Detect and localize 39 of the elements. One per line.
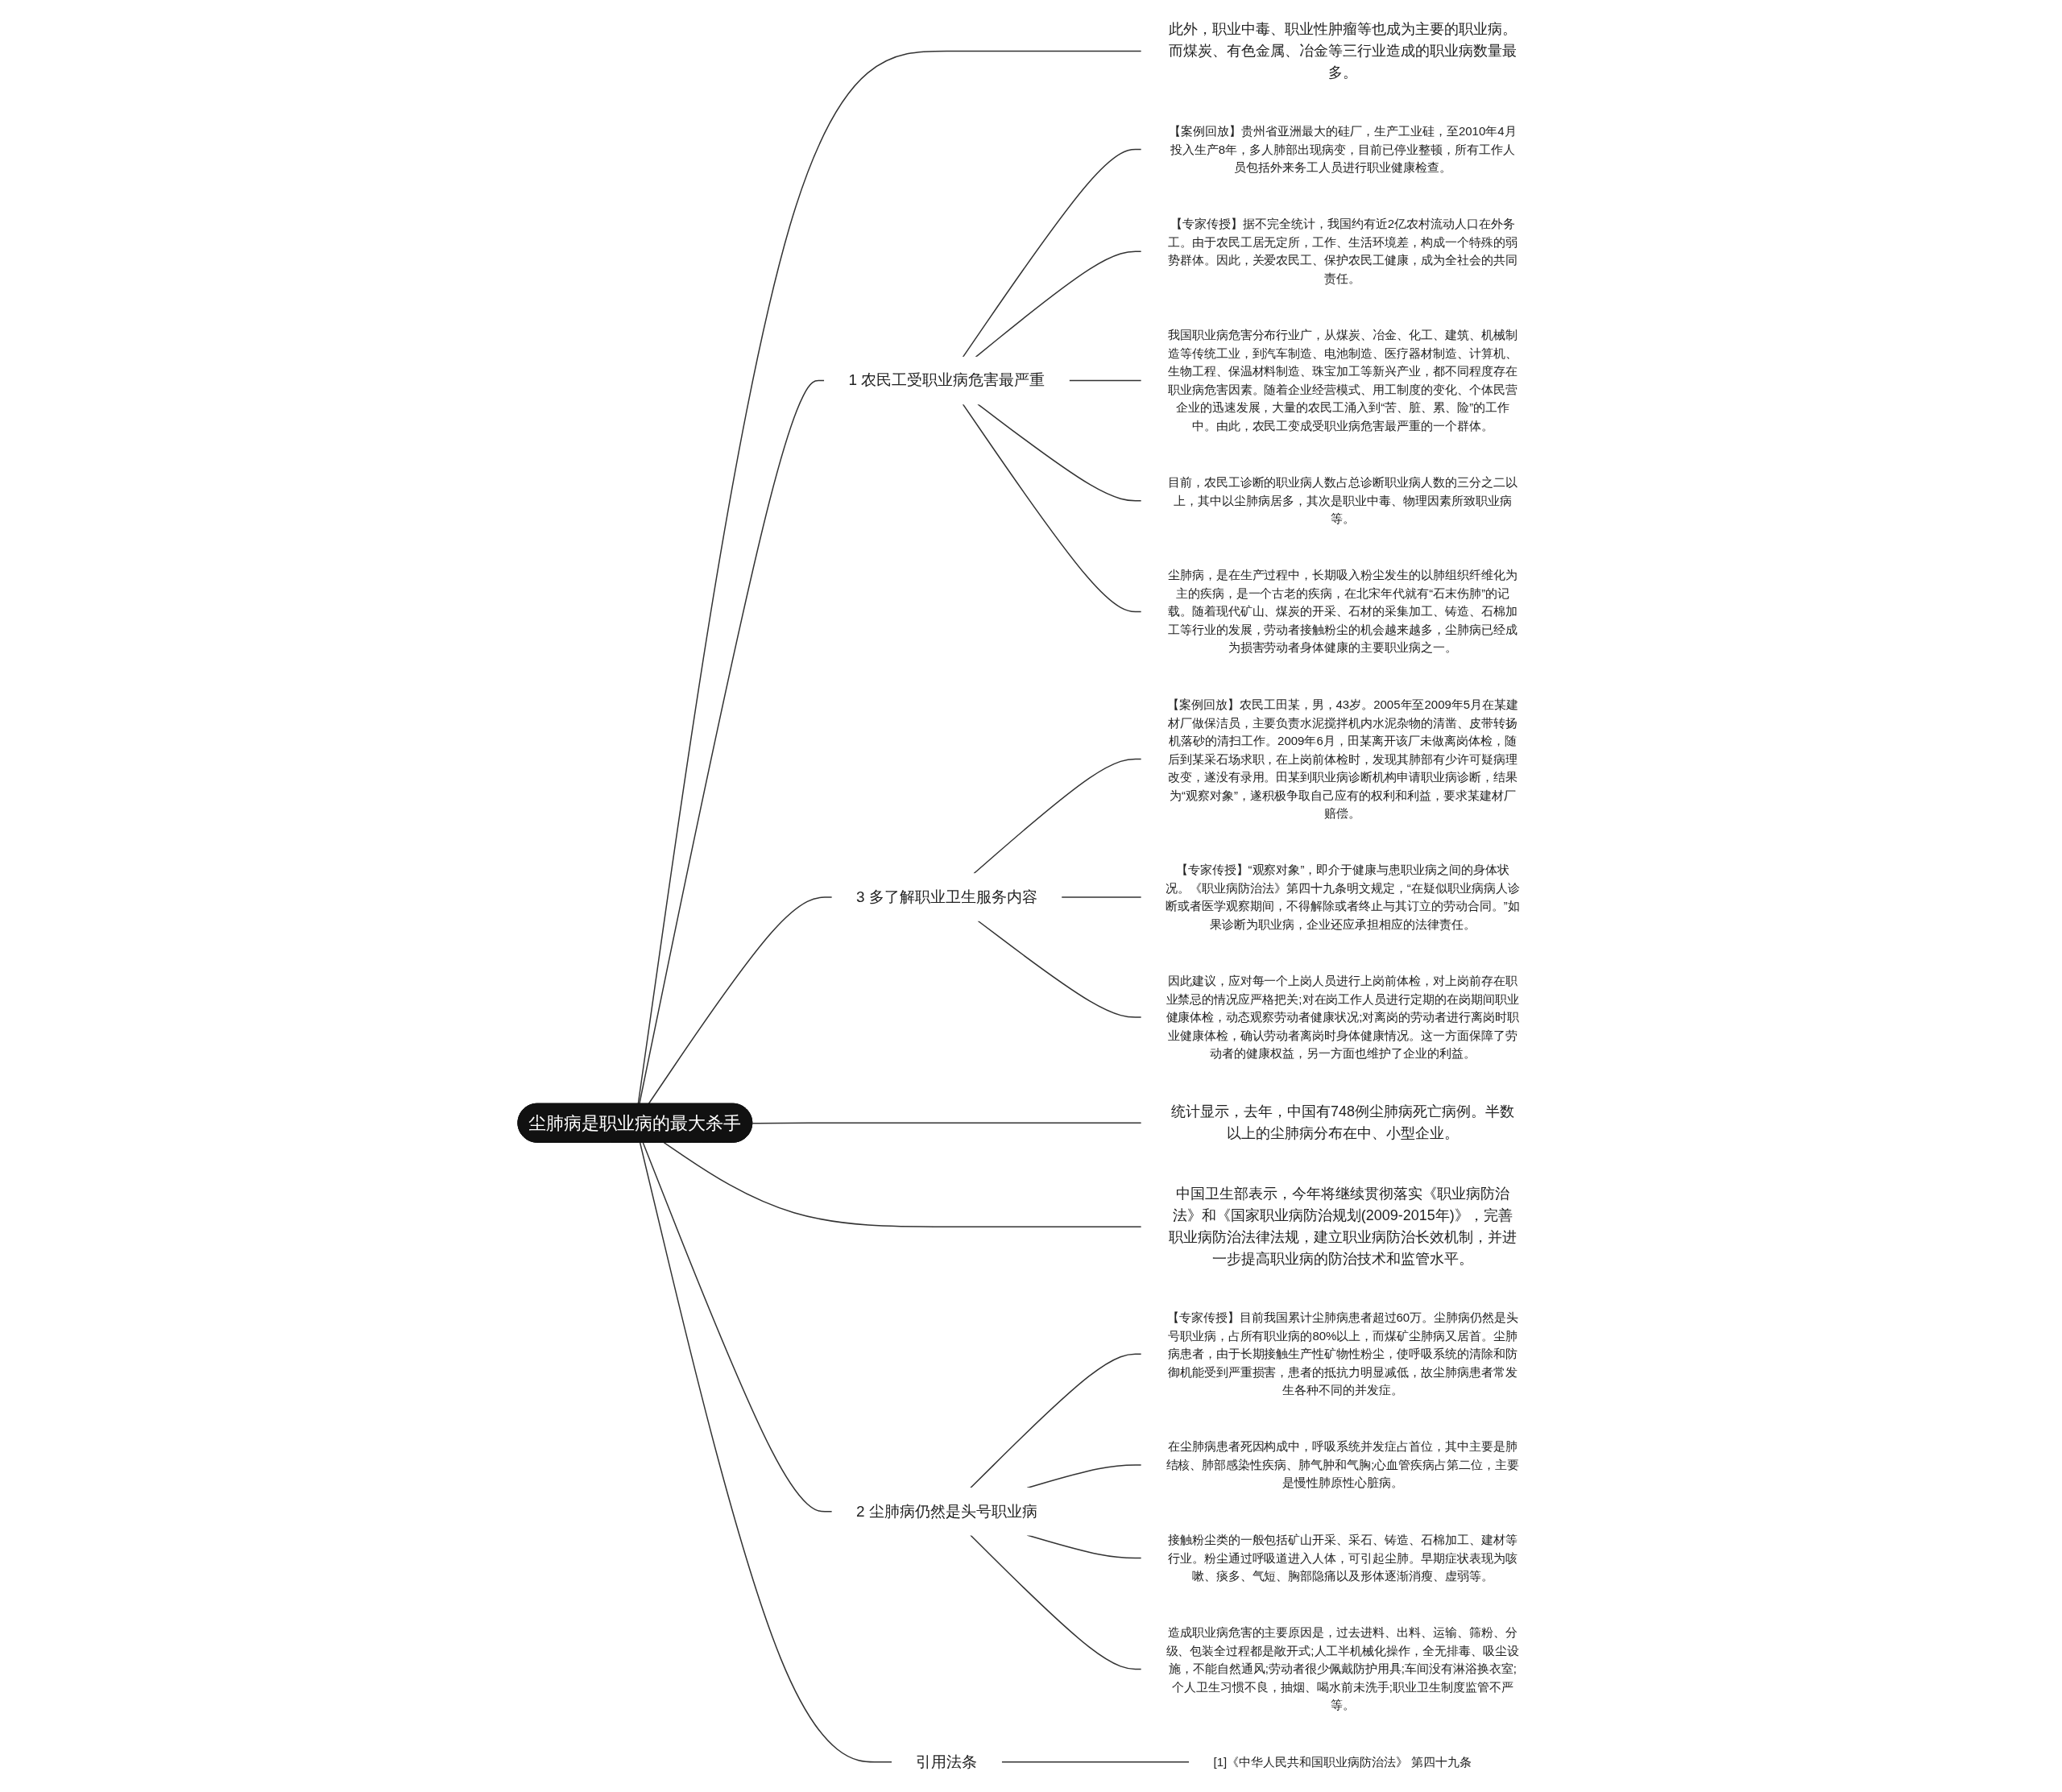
connector: [962, 404, 1143, 613]
connector: [970, 1534, 1143, 1670]
node-text: 统计显示，去年，中国有748例尘肺病死亡病例。半数以上的尘肺病分布在中、小型企业。: [1171, 1103, 1514, 1142]
node-text: 因此建议，应对每一个上岗人员进行上岗前体检，对上岗前存在职业禁忌的情况应严格把关;对在岗工作人员进行定期的在岗期间职业健康体检，动态观察劳动者健康状况;对离岗的劳动者进行离岗时职业健康体检，确认劳动者离岗时身体健康情况。这一方面保障了劳动者的健康权益，另一方面也维护了企业的利益。: [1166, 973, 1520, 1060]
node-text: 造成职业病危害的主要原因是，过去进料、出料、运输、筛粉、分级、包装全过程都是敞开式;人工半机械化操作，全无排毒、吸尘设施，不能自然通风;劳动者很少佩戴防护用具;车间没有淋浴换衣室;个人卫生习惯不良，抽烟、喝水前未洗手;职业卫生制度监管不严等。: [1166, 1625, 1520, 1712]
node-text: 此外，职业中毒、职业性肿瘤等也成为主要的职业病。而煤炭、有色金属、冶金等三行业造成的职业病数量最多。: [1169, 20, 1517, 81]
connector: [639, 379, 826, 1105]
node-text: [1]《中华人民共和国职业病防治法》 第四十九条: [1213, 1754, 1472, 1769]
node-text: 我国职业病危害分布行业广，从煤炭、冶金、化工、建筑、机械制造等传统工业，到汽车制造、电池制造、医疗器材制造、计算机、生物工程、保温材料制造、珠宝加工等新兴产业，都不同程度存在职业病危害因素。随着企业经营模式、用工制度的变化、个体民营企业的迅速发展，大量的农民工涌入到“苦、脏、累、险”的工作中。由此，农民工变成受职业病危害最严重的一个群体。: [1167, 328, 1518, 432]
connector: [973, 758, 1143, 875]
node-text: 目前，农民工诊断的职业病人数占总诊断职业病人数的三分之二以上，其中以尘肺病居多，其次是职业中毒、物理因素所致职业病等。: [1167, 474, 1518, 525]
node-text: 3 多了解职业卫生服务内容: [856, 888, 1037, 905]
node-text: 【案例回放】贵州省亚洲最大的硅厂，生产工业硅，至2010年4月投入生产8年，多人肺部出现病变，目前已停业整顿，所有工作人员包括外来务工人员进行职业健康检查。: [1169, 123, 1517, 174]
connector: [752, 1122, 1143, 1124]
node-text: 尘肺病，是在生产过程中，长期吸入粉尘发生的以肺组织纤维化为主的疾病，是一个古老的疾病，在北宋年代就有“石末伤肺”的记载。随着现代矿山、煤炭的开采、石材的采集加工、铸造、石棉加工等行业的发展，劳动者接触粉尘的机会越来越多，尘肺病已经成为损害劳动者身体健康的主要职业病之一。: [1167, 568, 1518, 655]
node-text: 【专家传授】目前我国累计尘肺病患者超过60万。尘肺病仍然是头号职业病，占所有职业病的80%以上，而煤矿尘肺病又居首。尘肺病患者，由于长期接触生产性矿物性粉尘，使呼吸系统的清除和防御机能受到严重损害，患者的抵抗力明显减低，故尘肺病患者常发生各种不同的并发症。: [1166, 1310, 1519, 1397]
node-text: 【专家传授】据不完全统计，我国约有近2亿农村流动人口在外务工。由于农民工居无定所，工作、生活环境差，构成一个特殊的弱势群体。因此，关爱农民工、保护农民工健康，成为全社会的共同责任。: [1167, 217, 1518, 285]
node-text: 在尘肺病患者死因构成中，呼吸系统并发症占首位，其中主要是肺结核、肺部感染性疾病、肺气肿和气胸;心血管疾病占第二位，主要是慢性肺原性心脏病。: [1166, 1439, 1520, 1490]
node-text: 2 尘肺病仍然是头号职业病: [856, 1502, 1037, 1520]
connector: [970, 1353, 1143, 1489]
connector: [642, 1141, 833, 1513]
connector: [1000, 1761, 1190, 1763]
connector: [977, 920, 1143, 1018]
node-text: 【专家传授】“观察对象”，即介于健康与患职业病之间的身体状况。《职业病防治法》第四十九条明文规定，“在疑似职业病病人诊断或者医学观察期间，不得解除或者终止与其订立的劳动合同。”如果诊断为职业病，企业还应承担相应的法律责任。: [1166, 863, 1520, 931]
node-text: 中国卫生部表示，今年将继续贯彻落实《职业病防治法》和《国家职业病防治规划(2009-2015年)》，完善职业病防治法律法规，建立职业病防治长效机制，并进一步提高职业病的防治技术和监管水平。: [1169, 1186, 1517, 1268]
connector: [1068, 379, 1143, 382]
connector: [637, 50, 1143, 1105]
connector: [1061, 896, 1143, 898]
connector: [1026, 1464, 1143, 1489]
node-text: 引用法条: [916, 1753, 978, 1770]
node-text: 1 农民工受职业病危害最严重: [848, 371, 1045, 389]
connector: [640, 1141, 893, 1763]
connector: [975, 250, 1143, 358]
connector: [977, 404, 1143, 502]
connector: [648, 896, 833, 1105]
node-text: 【案例回放】农民工田某，男，43岁。2005年至2009年5月在某建材厂做保洁员，主要负责水泥搅拌机内水泥杂物的清凿、皮带转扬机落砂的清扫工作。2009年6月，田某离开该厂未做离岗体检，随后到某采石场求职，在上岗前体检时，发现其肺部有少许可疑病理改变，遂没有录用。田某到职业病诊断机构申请职业病诊断，结果为“观察对象”，遂积极争取自己应有的权利和利益，要求某建材厂赔偿。: [1166, 697, 1519, 820]
node-text: 接触粉尘类的一般包括矿山开采、采石、铸造、石棉加工、建材等行业。粉尘通过呼吸道进入人体，可引起尘肺。早期症状表现为咳嗽、痰多、气短、胸部隐痛以及形体逐渐消瘦、虚弱等。: [1167, 1532, 1518, 1583]
connector: [962, 148, 1143, 358]
connector: [663, 1141, 1143, 1227]
